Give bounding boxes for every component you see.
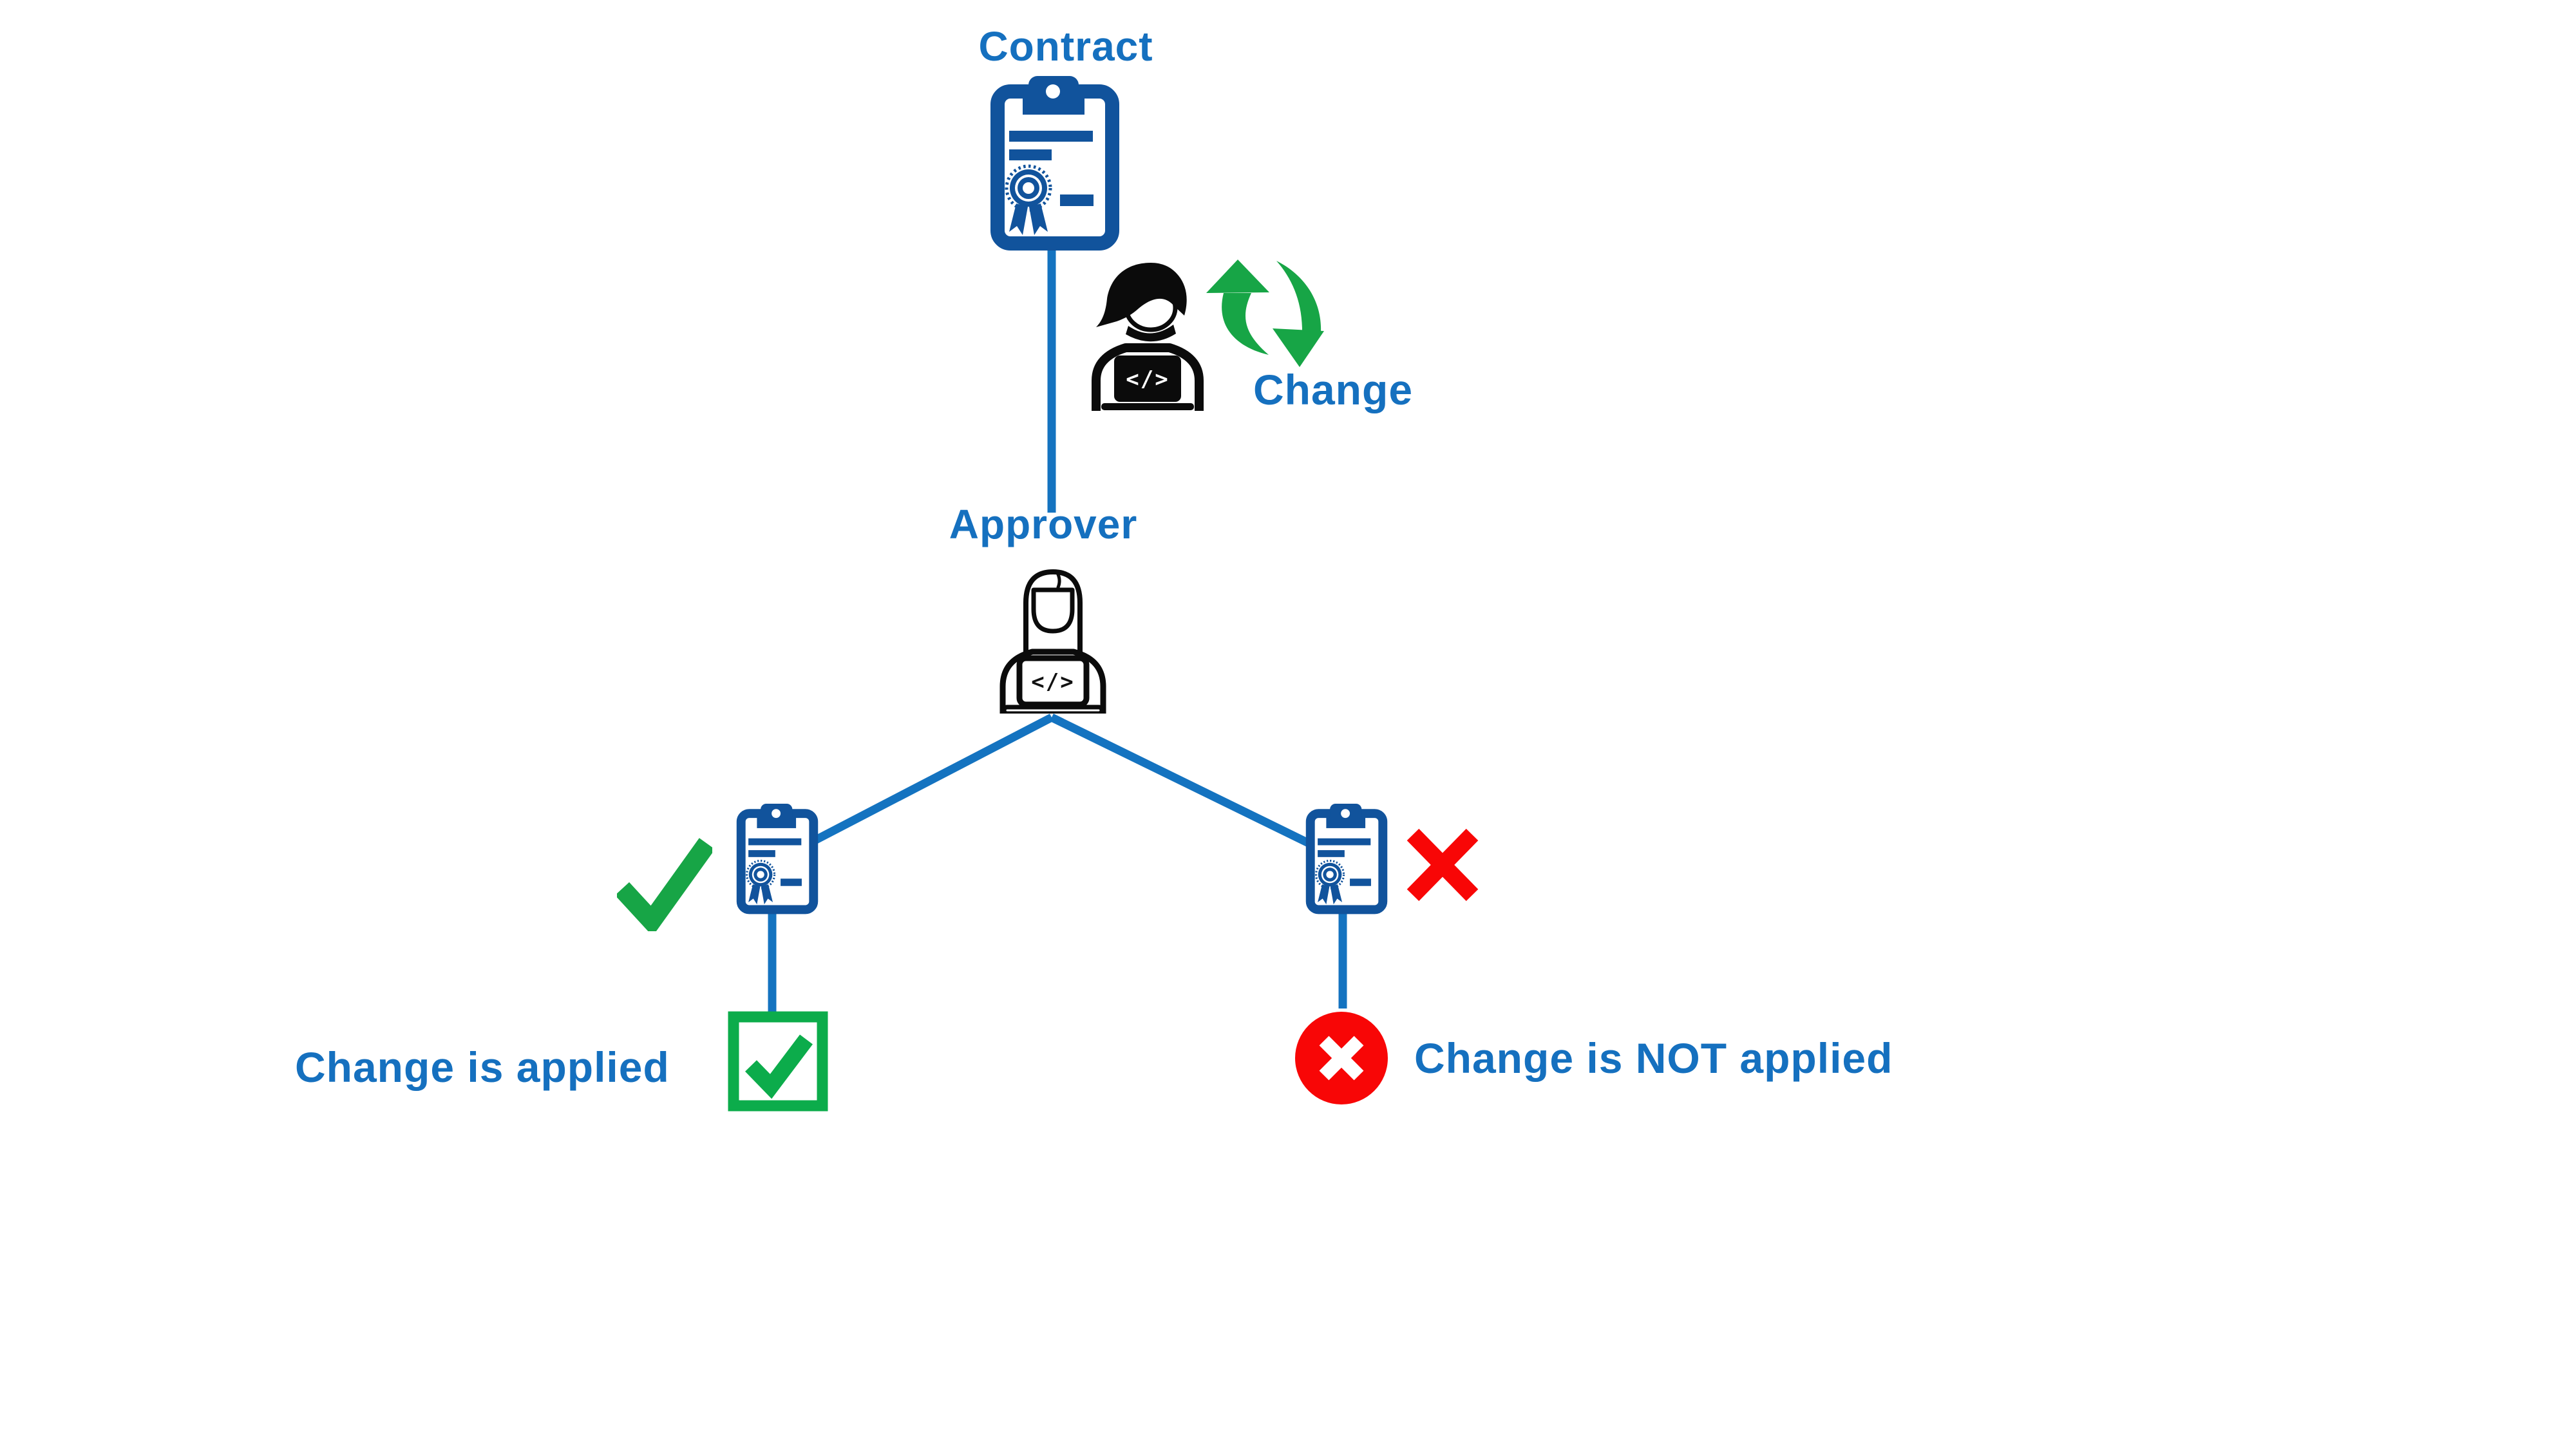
laptop-code-glyph: </> [1126, 366, 1169, 392]
change-applied-label: Change is applied [295, 1043, 670, 1091]
checkbox-checked-icon [728, 1011, 828, 1112]
approver-icon: </> [995, 564, 1111, 714]
laptop-code-glyph: </> [1031, 669, 1074, 695]
change-not-applied-label: Change is NOT applied [1414, 1034, 1893, 1082]
green-checkmark-icon [617, 837, 712, 931]
sync-arrows-icon [1204, 256, 1327, 367]
contract-rejected-icon [1303, 804, 1390, 914]
change-label: Change [1253, 366, 1414, 413]
approver-label: Approver [949, 501, 1138, 547]
contract-icon [990, 76, 1119, 251]
contract-approved-icon [734, 804, 820, 914]
error-circle-icon [1294, 1010, 1389, 1106]
red-cross-icon [1406, 828, 1479, 902]
contract-label: Contract [978, 23, 1153, 70]
developer-icon: </> [1090, 261, 1206, 411]
